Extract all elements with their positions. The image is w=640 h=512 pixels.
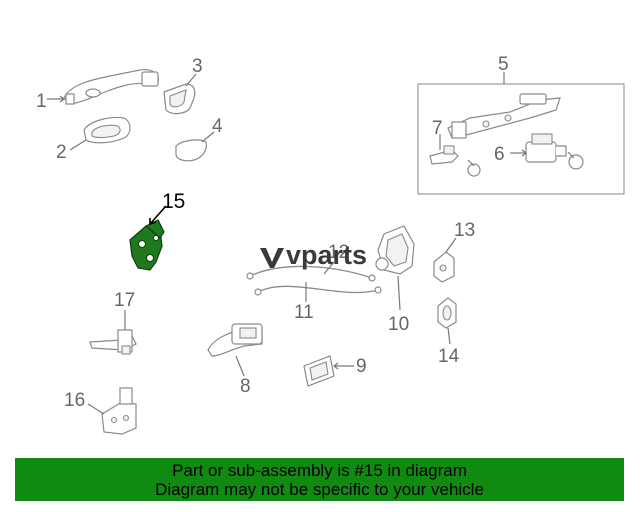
callout-5: 5 <box>498 54 509 75</box>
part-17-rod-link <box>89 329 137 355</box>
part-5-handle-frame <box>447 93 561 139</box>
callout-1: 1 <box>36 91 47 112</box>
callout-7: 7 <box>432 118 443 139</box>
lead-16 <box>87 403 105 415</box>
callout-11: 11 <box>294 302 314 323</box>
part-2-handle-pad <box>83 116 131 144</box>
part-6-actuator <box>525 133 567 163</box>
lead-10 <box>397 275 401 311</box>
watermark-text: vparts <box>286 240 367 270</box>
part-15-highlighted-bracket <box>129 219 165 271</box>
callout-6: 6 <box>494 144 505 165</box>
part-5-bolt <box>467 159 481 177</box>
lead-4 <box>201 131 215 143</box>
callout-10: 10 <box>388 314 409 335</box>
callout-17: 17 <box>114 290 135 311</box>
part-16-bracket <box>101 387 137 435</box>
callout-8: 8 <box>240 376 251 397</box>
info-banner: Part or sub-assembly is #15 in diagram D… <box>15 458 624 501</box>
callout-16: 16 <box>64 390 85 411</box>
vparts-watermark-logo: vparts <box>260 240 367 270</box>
vparts-logo-icon <box>260 248 284 268</box>
callout-3: 3 <box>192 56 203 77</box>
part-4-cap <box>175 139 207 162</box>
part-13-cover <box>433 251 455 283</box>
lead-8 <box>235 355 245 377</box>
part-1-outside-handle <box>63 69 159 105</box>
banner-line-1: Part or sub-assembly is #15 in diagram <box>172 461 467 480</box>
lead-14 <box>447 327 451 345</box>
lead-2 <box>69 139 87 151</box>
callout-2: 2 <box>56 142 67 163</box>
lead-13 <box>445 237 457 253</box>
callout-14: 14 <box>438 346 460 367</box>
callout-15: 15 <box>162 190 185 213</box>
part-11-cable <box>246 265 382 296</box>
callout-9: 9 <box>356 356 367 377</box>
parts-diagram: 1 2 3 4 5 7 <box>36 54 625 435</box>
lead-12 <box>323 261 335 275</box>
callout-4: 4 <box>212 116 223 137</box>
part-9-bezel <box>303 355 335 387</box>
banner-line-2: Diagram may not be specific to your vehi… <box>155 480 484 499</box>
lead-3 <box>185 73 197 87</box>
part-5-screw <box>567 151 584 170</box>
part-3-cover <box>163 83 196 115</box>
part-5-assembly-box <box>417 83 625 195</box>
lead-15 <box>149 205 167 225</box>
part-8-inside-handle <box>207 323 263 357</box>
callout-13: 13 <box>454 220 475 241</box>
callout-12: 12 <box>328 242 349 263</box>
part-7-bracket <box>429 145 459 165</box>
part-14-grommet <box>437 297 457 329</box>
part-10-lock-assembly <box>375 225 415 275</box>
